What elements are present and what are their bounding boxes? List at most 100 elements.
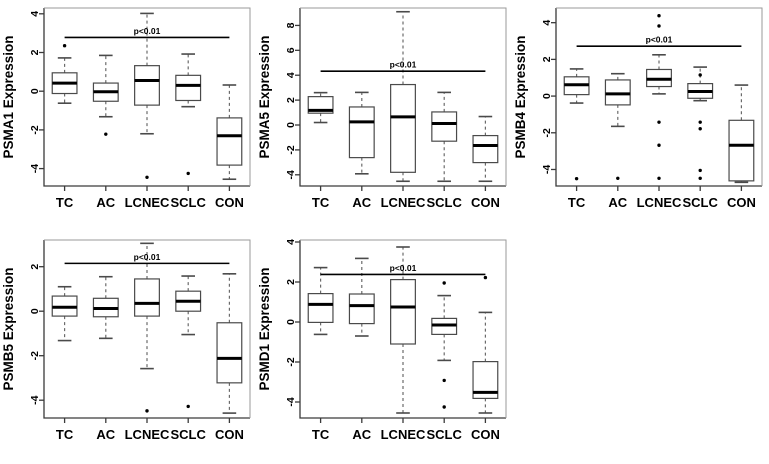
y-tick-label: 4 (285, 72, 297, 78)
axis-lines (299, 8, 506, 187)
y-tick-label: 8 (285, 22, 297, 28)
x-category-label-lcnec: LCNEC (637, 195, 682, 210)
boxplot-ac (604, 72, 631, 180)
y-tick-label: -4 (541, 165, 553, 174)
boxplot-sclc (175, 275, 202, 409)
x-category-label-con: CON (727, 195, 756, 210)
x-category-label-con: CON (471, 195, 500, 210)
x-category-label-con: CON (215, 427, 244, 442)
y-tick-label: 2 (541, 56, 553, 62)
y-tick-label: 0 (285, 319, 297, 325)
y-tick-label: 4 (541, 20, 553, 26)
x-category-label-lcnec: LCNEC (381, 195, 426, 210)
boxplot-ac (92, 54, 119, 136)
boxplot-tc (51, 285, 78, 342)
y-axis-title: PSMA5 Expression (257, 35, 272, 158)
y-tick-label: -4 (285, 170, 297, 179)
boxplot-lcnec (390, 246, 416, 414)
y-tick-label: 0 (29, 88, 41, 94)
x-category-label-ac: AC (352, 427, 371, 442)
boxplot-sclc (431, 281, 458, 409)
p-value-label: p<0.01 (646, 35, 673, 45)
boxplot-tc (51, 44, 78, 104)
x-category-label-sclc: SCLC (427, 427, 463, 442)
y-tick-label: 2 (29, 264, 41, 270)
y-axis-title: PSMB4 Expression (513, 35, 528, 158)
x-category-label-lcnec: LCNEC (125, 195, 170, 210)
x-category-label-sclc: SCLC (427, 195, 463, 210)
boxplot-sclc (175, 53, 202, 176)
y-tick-label: 6 (285, 47, 297, 53)
boxplot-con (728, 84, 755, 184)
plot-frame (300, 239, 507, 418)
x-category-label-sclc: SCLC (171, 195, 207, 210)
y-axis-title: PSMA1 Expression (1, 35, 16, 158)
p-value-label: p<0.01 (390, 60, 417, 70)
boxplot-con (216, 84, 243, 181)
plot-frame (44, 7, 251, 186)
x-category-label-lcnec: LCNEC (381, 427, 426, 442)
boxplot-lcnec (134, 242, 160, 413)
boxplot-sclc (687, 66, 714, 180)
y-axis-title: PSMD1 Expression (257, 267, 272, 390)
y-tick-label: -2 (285, 145, 297, 154)
boxplot-tc (307, 266, 334, 336)
boxplot-con (472, 275, 499, 414)
p-value-label: p<0.01 (390, 263, 417, 273)
y-tick-label: 2 (29, 49, 41, 55)
axis-lines (43, 240, 250, 419)
plot-frame (44, 239, 251, 418)
y-tick-label: -4 (285, 397, 297, 406)
y-tick-label: -2 (29, 125, 41, 134)
y-tick-label: -2 (29, 351, 41, 360)
boxplot-sclc (431, 91, 458, 183)
x-category-label-con: CON (471, 427, 500, 442)
x-category-label-tc: TC (568, 195, 586, 210)
boxplot-con (472, 115, 499, 183)
x-category-label-ac: AC (352, 195, 371, 210)
p-value-label: p<0.01 (134, 252, 161, 262)
y-axis-title: PSMB5 Expression (1, 267, 16, 390)
x-category-label-tc: TC (56, 427, 74, 442)
p-value-label: p<0.01 (134, 26, 161, 36)
y-tick-label: 0 (29, 308, 41, 314)
y-tick-label: -2 (285, 357, 297, 366)
plot-frame (556, 7, 763, 186)
y-tick-label: 4 (285, 239, 297, 245)
boxplot-lcnec (646, 14, 672, 180)
axis-lines (43, 8, 250, 187)
boxplot-ac (92, 275, 119, 340)
x-category-label-ac: AC (96, 195, 115, 210)
x-category-label-con: CON (215, 195, 244, 210)
x-category-label-tc: TC (56, 195, 74, 210)
boxplot-lcnec (390, 10, 416, 183)
x-category-label-sclc: SCLC (171, 427, 207, 442)
boxplot-tc (307, 91, 334, 124)
boxplot-lcnec (134, 12, 160, 179)
y-tick-label: 0 (285, 122, 297, 128)
boxplot-con (216, 273, 243, 414)
y-tick-label: 2 (285, 97, 297, 103)
y-tick-label: -2 (541, 128, 553, 137)
plot-frame (300, 7, 507, 186)
x-category-label-sclc: SCLC (683, 195, 719, 210)
x-category-label-lcnec: LCNEC (125, 427, 170, 442)
x-category-label-ac: AC (96, 427, 115, 442)
axis-lines (555, 8, 762, 187)
boxplot-ac (348, 91, 375, 175)
x-category-label-tc: TC (312, 195, 330, 210)
boxplot-ac (348, 257, 375, 337)
y-tick-label: 2 (285, 279, 297, 285)
x-category-label-ac: AC (608, 195, 627, 210)
axis-lines (299, 240, 506, 419)
y-tick-label: -4 (29, 164, 41, 173)
y-tick-label: 0 (541, 93, 553, 99)
boxplot-tc (563, 68, 590, 181)
y-tick-label: -4 (29, 395, 41, 404)
